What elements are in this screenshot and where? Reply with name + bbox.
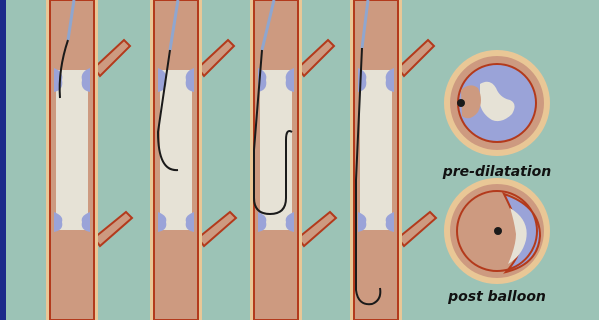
cross-section-pre [444, 50, 550, 156]
lumen [360, 70, 392, 230]
cross-section-post [444, 178, 550, 284]
guidewire-dot [494, 227, 502, 235]
lumen [260, 70, 292, 230]
lumen [160, 70, 192, 230]
guidewire-dot [457, 99, 465, 107]
caption-post-balloon: post balloon [447, 289, 546, 305]
caption-pre-dilatation: pre-dilatation [442, 164, 552, 180]
lumen [56, 70, 88, 230]
